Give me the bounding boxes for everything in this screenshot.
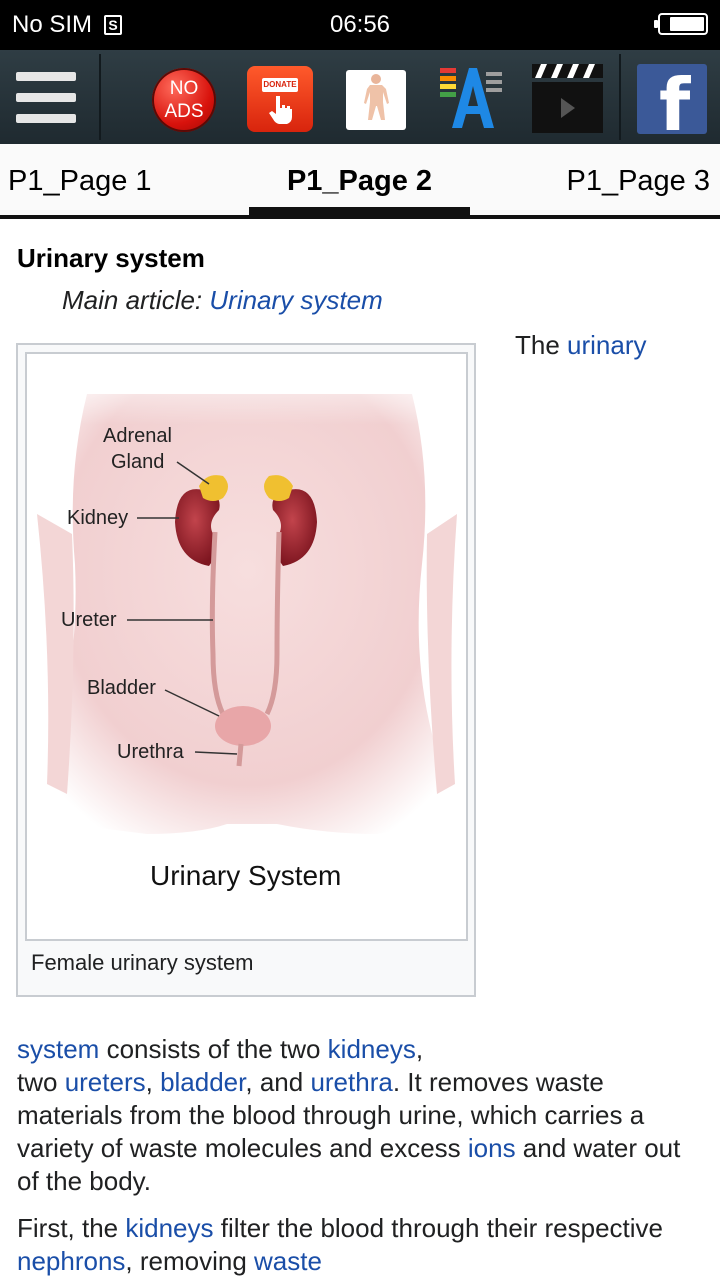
text-run: , [145, 1067, 161, 1097]
carrier-text: No SIM [12, 11, 93, 38]
label-adrenal-line2: Gland [111, 451, 164, 473]
toolbar-divider [619, 54, 621, 140]
paragraph-2: First, the kidneys filter the blood thro… [17, 1212, 707, 1278]
tab-page-3[interactable]: P1_Page 3 [566, 165, 710, 197]
urinary-system-diagram: Adrenal Gland Kidney Ureter Bladder Uret… [27, 354, 466, 939]
floating-intro-text: The urinary [515, 330, 647, 361]
label-adrenal-line1: Adrenal [103, 425, 172, 447]
battery-level [670, 17, 704, 31]
clock: 06:56 [329, 11, 391, 38]
donate-button[interactable]: DONATE [247, 66, 313, 132]
facebook-icon: f [659, 64, 691, 134]
tab-page-1[interactable]: P1_Page 1 [8, 165, 152, 197]
text-run: , [415, 1034, 424, 1064]
figure-caption: Female urinary system [31, 950, 254, 975]
no-ads-button[interactable]: NO ADS [152, 68, 216, 132]
link-nephrons[interactable]: nephrons [17, 1246, 126, 1276]
hatnote: Main article: Urinary system [62, 285, 383, 316]
selected-tab-indicator [249, 207, 470, 216]
label-ureter: Ureter [61, 609, 117, 631]
figure-image[interactable]: Adrenal Gland Kidney Ureter Bladder Uret… [25, 352, 468, 941]
link-bladder[interactable]: bladder [160, 1067, 246, 1097]
no-ads-label-line2: ADS [164, 101, 204, 122]
link-ions[interactable]: ions [467, 1133, 516, 1163]
toolbar-divider [99, 54, 101, 140]
section-title: Urinary system [17, 243, 205, 273]
hatnote-prefix: Main article: [62, 285, 210, 315]
link-ureters[interactable]: ureters [64, 1067, 146, 1097]
font-settings-button[interactable] [438, 64, 504, 130]
tab-bar-divider [0, 215, 720, 219]
link-kidneys[interactable]: kidneys [327, 1034, 416, 1064]
text-run: filter the blood through their respectiv… [213, 1213, 663, 1243]
human-body-button[interactable] [346, 70, 406, 130]
font-size-icon [440, 68, 502, 128]
donate-label: DONATE [262, 78, 298, 92]
text-run: and water out of the body. [17, 1133, 681, 1196]
page-tab-bar: P1_Page 1 P1_Page 2 P1_Page 3 [0, 144, 720, 219]
link-system[interactable]: system [17, 1034, 100, 1064]
status-left: No SIM S [12, 11, 123, 39]
text-run: two [17, 1067, 65, 1097]
link-urinary[interactable]: urinary [567, 330, 647, 360]
text-run: . It removes waste materials from the bl… [17, 1067, 645, 1163]
facebook-button[interactable]: f [637, 64, 707, 134]
label-bladder: Bladder [87, 677, 156, 699]
text-run: consists of the two [99, 1034, 328, 1064]
video-button[interactable] [531, 62, 604, 135]
text-run: First, the [17, 1213, 126, 1243]
figure-thumbnail: Adrenal Gland Kidney Ureter Bladder Uret… [16, 343, 476, 997]
article-content[interactable]: Urinary system Main article: Urinary sys… [0, 219, 720, 1280]
no-ads-label-line1: NO [169, 78, 199, 99]
main-article-link[interactable]: Urinary system [209, 285, 383, 315]
human-body-icon [364, 74, 389, 120]
clapperboard-icon [532, 64, 603, 133]
text-run: , and [245, 1067, 311, 1097]
tab-page-2[interactable]: P1_Page 2 [286, 165, 433, 197]
link-waste[interactable]: waste [254, 1246, 322, 1276]
label-kidney: Kidney [67, 507, 128, 529]
paragraph-1: system consists of the two kidneys, two u… [17, 1033, 707, 1198]
link-urethra[interactable]: urethra [310, 1067, 393, 1097]
sim-card-icon: S [104, 15, 123, 35]
pointing-hand-icon [269, 96, 292, 124]
app-toolbar: NO ADS DONATE [0, 50, 720, 144]
hamburger-menu-icon[interactable] [16, 70, 76, 126]
label-urethra: Urethra [117, 741, 185, 763]
text-run: , removing [125, 1246, 255, 1276]
diagram-title: Urinary System [150, 860, 341, 891]
link-kidneys-2[interactable]: kidneys [125, 1213, 214, 1243]
intro-text: The [515, 330, 568, 360]
status-bar: No SIM S 06:56 [0, 0, 720, 50]
battery-icon [654, 13, 708, 35]
